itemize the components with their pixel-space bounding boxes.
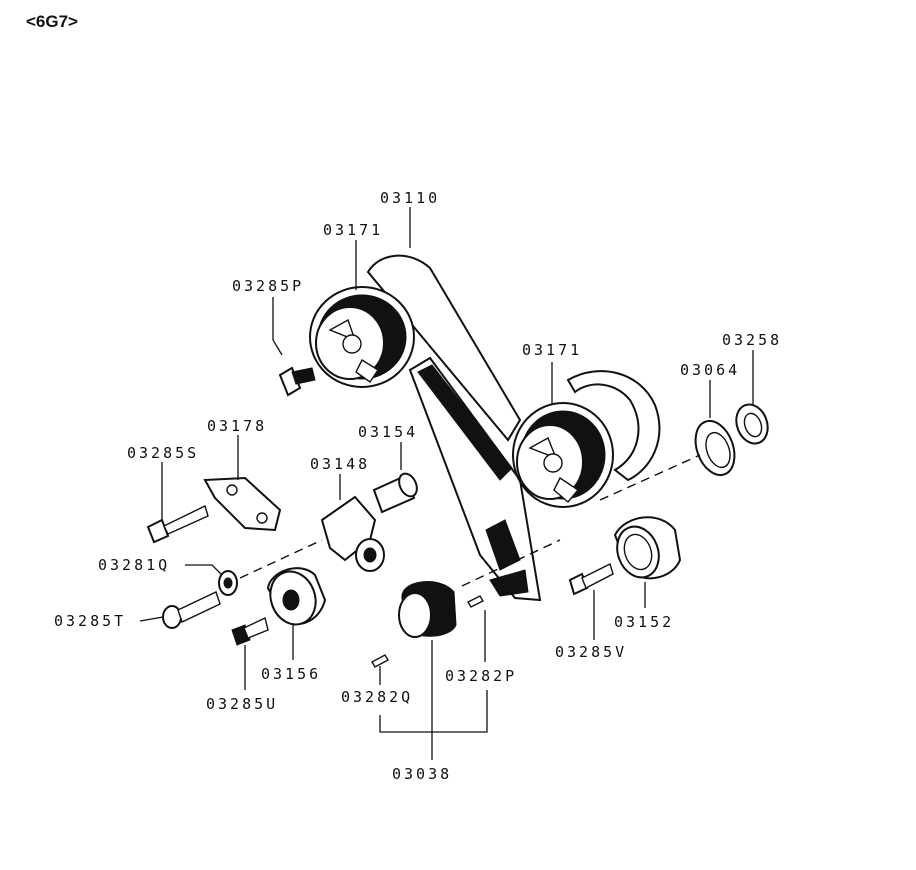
label-03282q: 03282Q: [341, 688, 413, 706]
label-03148: 03148: [310, 455, 370, 473]
bolt-03285u: [231, 617, 269, 646]
label-03152: 03152: [614, 613, 674, 631]
label-03171-right: 03171: [522, 341, 582, 359]
label-03064: 03064: [680, 361, 740, 379]
label-03038: 03038: [392, 765, 452, 783]
bolt-03285t: [162, 591, 221, 629]
key-03282p: [467, 595, 484, 608]
bolt-03285p: [278, 366, 316, 397]
label-03258: 03258: [722, 331, 782, 349]
leader-lines: [139, 207, 754, 760]
engine-code-title: <6G7>: [26, 12, 78, 31]
label-03154: 03154: [358, 423, 418, 441]
label-03171-left: 03171: [323, 221, 383, 239]
spacer-03154: [372, 472, 418, 514]
tensioner-bracket-03178: [203, 476, 282, 532]
tensioner-arm-03148: [320, 495, 385, 572]
washer-03281q: [218, 570, 238, 596]
washer-03258: [735, 403, 769, 445]
idler-pulley-03152: [613, 516, 682, 580]
label-03285p: 03285P: [232, 277, 304, 295]
label-03282p: 03282P: [445, 667, 517, 685]
camshaft-sprocket-left: [309, 286, 415, 388]
label-03285s: 03285S: [127, 444, 199, 462]
label-03156: 03156: [261, 665, 321, 683]
label-03110: 03110: [380, 189, 440, 207]
key-03282q: [371, 654, 389, 668]
label-03281q: 03281Q: [98, 556, 170, 574]
crankshaft-sprocket-03038: [398, 581, 457, 638]
label-03285v: 03285V: [555, 643, 627, 661]
bolt-03285s: [146, 505, 209, 544]
label-03285u: 03285U: [206, 695, 278, 713]
camshaft-sprocket-right: [512, 402, 614, 508]
bolt-03285v: [568, 563, 614, 596]
label-03285t: 03285T: [54, 612, 126, 630]
part-labels: 03110 03171 03285P 03171 03258 03064 031…: [54, 189, 782, 783]
timing-belt: [366, 254, 661, 602]
label-03178: 03178: [207, 417, 267, 435]
snap-ring-03064: [694, 419, 736, 477]
tensioner-pulley-03156: [266, 567, 327, 626]
